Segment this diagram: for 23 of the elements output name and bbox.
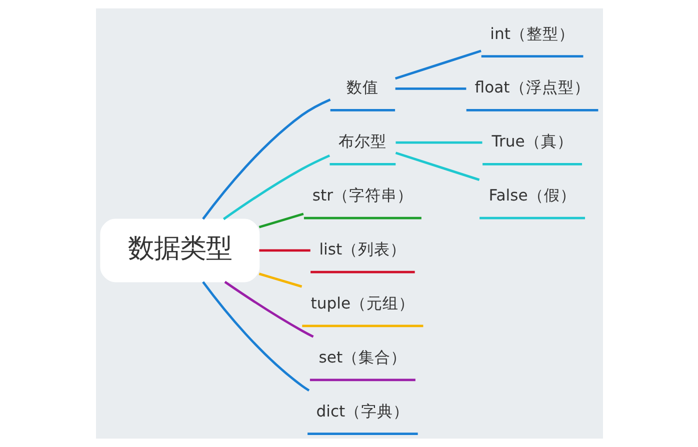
node-text: int（整型） [490,24,574,43]
node-text: str（字符串） [312,186,413,205]
node-text: float（浮点型） [474,78,590,97]
connector [394,152,480,181]
connector [395,141,482,144]
connector [258,212,304,228]
connector [202,281,310,392]
node-text: set（集合） [318,348,406,366]
connector [202,98,330,220]
connector [222,154,330,220]
connector [394,87,466,90]
node-text: True（真） [491,132,572,151]
node-text: False（假） [488,186,576,205]
connector [258,249,310,252]
connector [224,280,314,338]
connector [258,272,302,288]
node-text: dict（字典） [316,402,409,420]
node-text: 数值 [346,78,378,97]
node-text: 布尔型 [338,132,386,151]
node-text: tuple（元组） [310,294,414,312]
node-box: 数据类型 [100,218,260,282]
node-text: list（列表） [318,240,406,259]
connector [394,50,481,80]
